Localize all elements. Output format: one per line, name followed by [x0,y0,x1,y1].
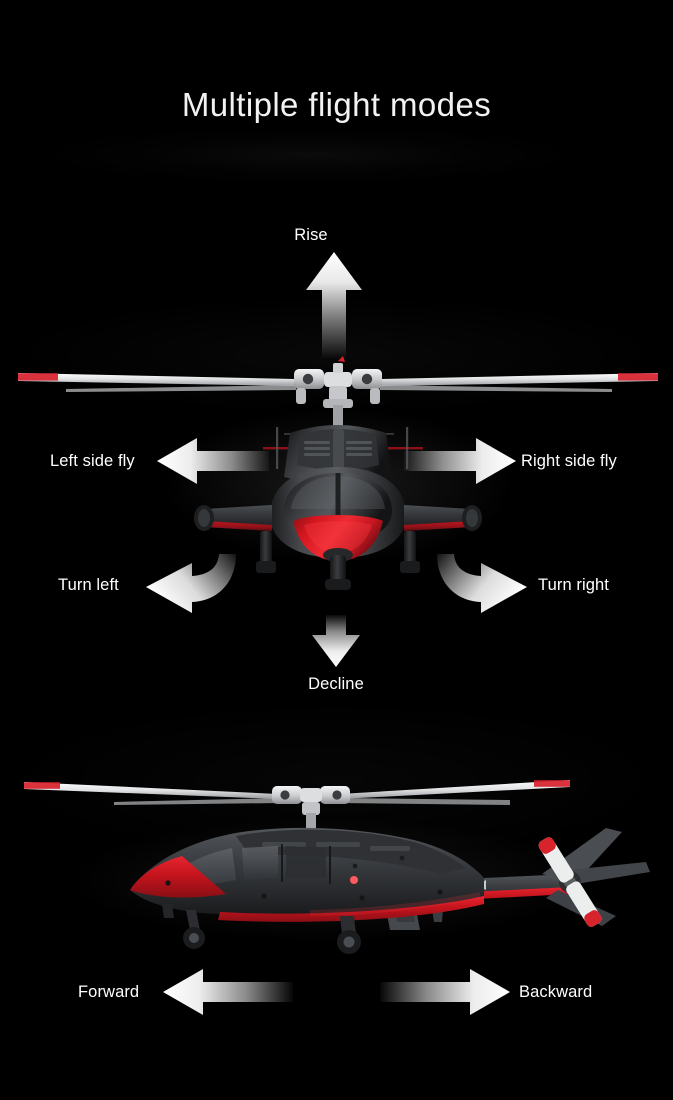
label-turn-left: Turn left [58,576,119,594]
label-rise: Rise [294,226,328,244]
label-right-side-fly: Right side fly [521,452,617,470]
label-backward: Backward [519,983,593,1001]
label-decline: Decline [308,675,364,693]
label-left-side-fly: Left side fly [50,452,135,470]
arrow-curved-right-icon [437,554,527,613]
helicopter-side-view [24,780,650,954]
helicopter-front-view [18,356,658,590]
arrow-down-icon [312,615,360,667]
arrow-up-icon [306,252,362,360]
label-turn-right: Turn right [538,576,609,594]
arrow-left-icon [163,969,293,1015]
arrow-right-icon [380,969,510,1015]
arrow-curved-left-icon [146,554,236,613]
label-forward: Forward [78,983,140,1001]
page-title: Multiple flight modes [181,86,492,123]
background-sheen-top [0,120,673,190]
